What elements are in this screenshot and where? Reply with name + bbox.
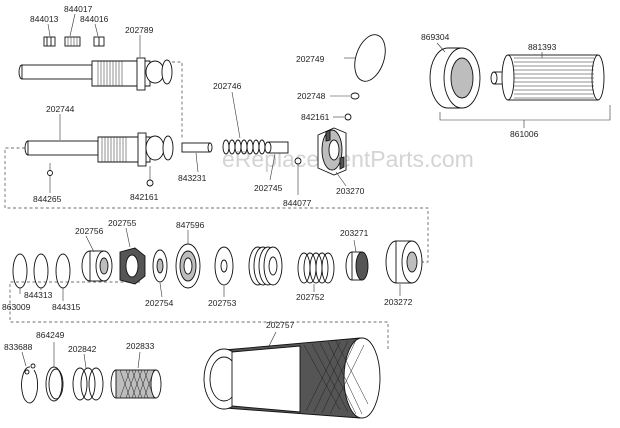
label-202833: 202833 xyxy=(126,341,155,351)
label-842161-lower: 842161 xyxy=(130,192,159,202)
label-202748: 202748 xyxy=(297,91,326,101)
label-202752: 202752 xyxy=(296,292,325,302)
handle-body-202789 xyxy=(18,57,173,91)
handle-body-202744 xyxy=(24,132,174,167)
bearing-847596 xyxy=(175,243,201,289)
nut-202755 xyxy=(119,247,146,285)
label-869304: 869304 xyxy=(421,32,450,42)
wave-spring xyxy=(248,246,283,286)
label-202753: 202753 xyxy=(208,298,237,308)
label-203270: 203270 xyxy=(336,186,365,196)
fitting-844013 xyxy=(43,36,56,47)
label-202749: 202749 xyxy=(296,54,325,64)
grip-cover-202757 xyxy=(203,337,381,419)
knurled-sleeve-202833 xyxy=(110,369,162,399)
housing-203270 xyxy=(317,127,347,176)
grip-881393 xyxy=(490,54,605,101)
label-881393: 881393 xyxy=(528,42,557,52)
label-844313: 844313 xyxy=(24,290,53,300)
label-202754: 202754 xyxy=(145,298,174,308)
label-203272: 203272 xyxy=(384,297,413,307)
label-843231: 843231 xyxy=(178,173,207,183)
label-202757: 202757 xyxy=(266,320,295,330)
assembly-outline-middle xyxy=(4,147,429,263)
label-202756: 202756 xyxy=(75,226,104,236)
label-202744: 202744 xyxy=(46,104,75,114)
ball-844077 xyxy=(294,157,302,165)
label-844077: 844077 xyxy=(283,198,312,208)
label-844017: 844017 xyxy=(64,4,93,14)
label-202789: 202789 xyxy=(125,25,154,35)
label-844265: 844265 xyxy=(33,194,62,204)
label-202842: 202842 xyxy=(68,344,97,354)
label-844016: 844016 xyxy=(80,14,109,24)
label-202745: 202745 xyxy=(254,183,283,193)
label-202755: 202755 xyxy=(108,218,137,228)
fitting-844017 xyxy=(64,36,81,47)
assembly-outline-bottom xyxy=(9,281,389,350)
seal-ring-202749 xyxy=(354,34,386,82)
ball-844265 xyxy=(47,170,53,176)
label-844315: 844315 xyxy=(52,302,81,312)
washer-202754 xyxy=(152,249,168,283)
o-rings-863009 xyxy=(12,253,71,289)
valve-202745 xyxy=(264,141,289,154)
label-863009: 863009 xyxy=(2,302,31,312)
pin-843231 xyxy=(181,142,213,153)
spring-202752 xyxy=(297,252,335,284)
label-864249: 864249 xyxy=(36,330,65,340)
fitting-844016 xyxy=(93,36,105,47)
washer-202753 xyxy=(214,246,234,286)
retaining-ring-833688 xyxy=(21,363,39,404)
assembly-outline-top xyxy=(172,61,183,140)
label-833688: 833688 xyxy=(4,342,33,352)
label-847596: 847596 xyxy=(176,220,205,230)
ring-864249 xyxy=(45,366,64,402)
label-844013: 844013 xyxy=(30,14,59,24)
o-rings-202842 xyxy=(72,367,104,401)
ball-842161-lower xyxy=(146,179,154,187)
label-861006: 861006 xyxy=(510,129,539,139)
ball-842161-upper xyxy=(344,113,352,121)
pin-202748 xyxy=(350,92,360,100)
spring-202746 xyxy=(222,139,266,155)
label-203271: 203271 xyxy=(340,228,369,238)
bushing-202756 xyxy=(81,250,113,282)
label-842161-upper: 842161 xyxy=(301,112,330,122)
bracket-861006 xyxy=(439,105,611,121)
cup-203271 xyxy=(345,251,369,281)
collar-869304 xyxy=(429,47,481,109)
label-202746: 202746 xyxy=(213,81,242,91)
housing-203272 xyxy=(385,240,423,284)
watermark: eReplacementParts.com xyxy=(222,146,474,172)
